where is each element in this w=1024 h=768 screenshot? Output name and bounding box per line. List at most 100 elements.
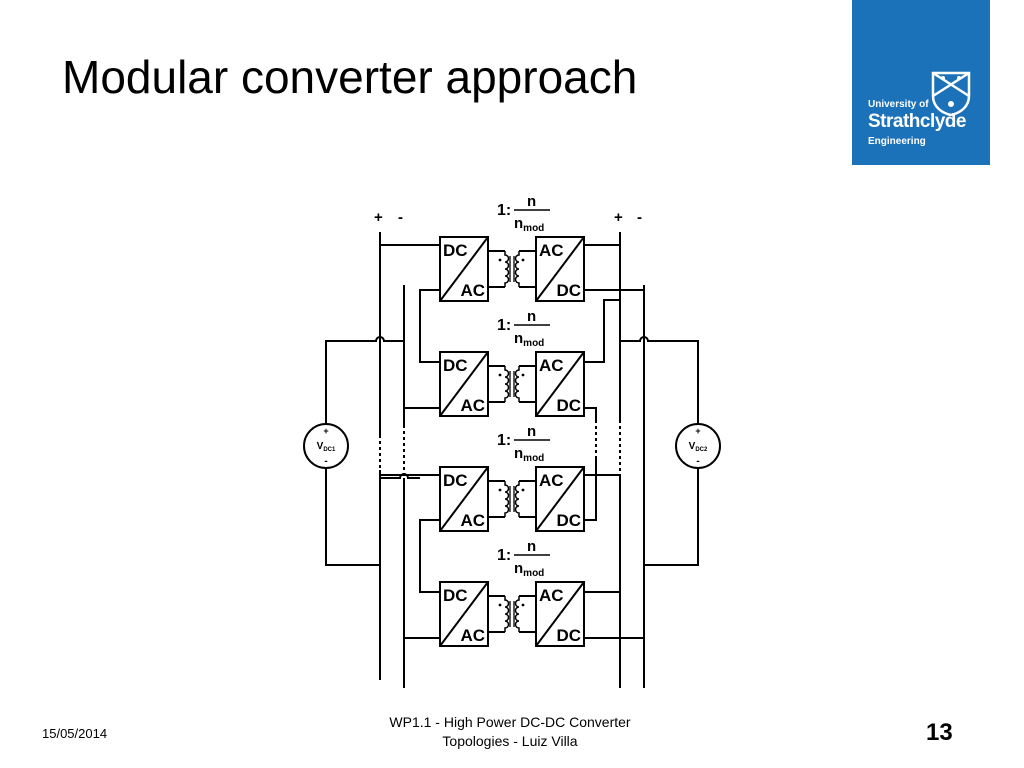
ratio-numerator: n — [527, 538, 536, 555]
source1-label: VDC1 — [317, 441, 336, 453]
converter-label-ac: AC — [539, 586, 564, 605]
source2-wire-top — [620, 336, 699, 425]
terminal-plus: + — [374, 209, 383, 226]
source1-hop — [380, 473, 420, 479]
ratio-numerator: n — [527, 423, 536, 440]
converter-diagonal — [535, 351, 585, 417]
logo-line3: Engineering — [868, 136, 926, 147]
slide-title: Modular converter approach — [62, 51, 638, 103]
source1-minus: - — [324, 456, 327, 467]
transformer-lead — [488, 480, 505, 518]
converter-diagonal — [535, 236, 585, 302]
transformer-lead — [519, 480, 536, 518]
crest-icon — [931, 71, 971, 116]
dc-ac-converter-box — [439, 236, 489, 302]
output-link — [584, 458, 597, 521]
transformer-lead — [488, 365, 505, 403]
source1-wire-top — [325, 336, 404, 425]
transformer-winding-primary — [504, 366, 510, 402]
transformer-winding-secondary — [514, 481, 520, 517]
polarity-dot — [521, 488, 525, 492]
converter-label-dc: DC — [443, 586, 468, 605]
logo-line1: University of — [868, 99, 929, 110]
polarity-dot — [521, 373, 525, 377]
ratio-prefix: 1: — [497, 547, 511, 564]
ratio-numerator: n — [527, 308, 536, 325]
transformer-winding-primary — [504, 251, 510, 287]
university-logo: University of Strathclyde Engineering — [852, 0, 990, 165]
converter-label-dc: DC — [556, 626, 581, 645]
ac-dc-converter-box — [535, 351, 585, 417]
converter-label-ac: AC — [539, 356, 564, 375]
terminal-minus: - — [398, 209, 403, 226]
polarity-dot — [498, 488, 502, 492]
polarity-dot — [498, 258, 502, 262]
converter-label-ac: AC — [460, 626, 485, 645]
converter-label-ac: AC — [539, 471, 564, 490]
polarity-dot — [521, 603, 525, 607]
converter-diagonal — [439, 351, 489, 417]
polarity-dot — [498, 373, 502, 377]
ratio-prefix: 1: — [497, 317, 511, 334]
voltage-source-1 — [303, 423, 349, 469]
transformer-lead — [519, 365, 536, 403]
dc-ac-converter-box — [439, 466, 489, 532]
transformer-winding-secondary — [514, 596, 520, 632]
footer-date: 15/05/2014 — [42, 726, 108, 741]
ac-dc-converter-box — [535, 466, 585, 532]
converter-label-ac: AC — [460, 396, 485, 415]
converter-diagonal — [439, 581, 489, 647]
dc-ac-converter-box — [439, 351, 489, 417]
logo-line2: Strathclyde — [868, 111, 966, 132]
series-link-left — [419, 289, 440, 363]
transformer-lead — [519, 250, 536, 288]
transformer-winding-primary — [504, 481, 510, 517]
source2-plus: + — [695, 426, 700, 436]
source2-wire-bottom — [644, 467, 699, 566]
transformer-winding-secondary — [514, 366, 520, 402]
terminal-plus: + — [614, 209, 623, 226]
transformer-lead — [519, 595, 536, 633]
ratio-denominator: nmod — [514, 215, 544, 234]
converter-label-dc: DC — [556, 396, 581, 415]
converter-diagonal — [439, 236, 489, 302]
output-link — [584, 299, 620, 363]
converter-label-dc: DC — [443, 471, 468, 490]
converter-label-dc: DC — [443, 241, 468, 260]
converter-label-ac: AC — [460, 511, 485, 530]
ratio-prefix: 1: — [497, 202, 511, 219]
series-link-left — [419, 519, 440, 593]
page-number: 13 — [926, 719, 953, 746]
ratio-denominator: nmod — [514, 330, 544, 349]
transformer-winding-secondary — [514, 251, 520, 287]
footer-title-line1: WP1.1 - High Power DC-DC Converter — [389, 714, 631, 730]
source2-minus: - — [696, 456, 699, 467]
converter-label-ac: AC — [539, 241, 564, 260]
terminal-minus: - — [637, 209, 642, 226]
converter-label-dc: DC — [556, 281, 581, 300]
converter-label-ac: AC — [460, 281, 485, 300]
source1-wire-bottom — [325, 467, 380, 566]
transformer-lead — [488, 250, 505, 288]
ratio-prefix: 1: — [497, 432, 511, 449]
polarity-dot — [521, 258, 525, 262]
footer-title-line2: Topologies - Luiz Villa — [442, 733, 578, 749]
ac-dc-converter-box — [535, 581, 585, 647]
voltage-source-2 — [675, 423, 721, 469]
converter-diagonal — [535, 581, 585, 647]
converter-diagonal — [439, 466, 489, 532]
ratio-numerator: n — [527, 193, 536, 210]
footer-presentation-title: WP1.1 - High Power DC-DC Converter Topol… — [340, 713, 680, 751]
converter-label-dc: DC — [556, 511, 581, 530]
ac-dc-converter-box — [535, 236, 585, 302]
converter-diagonal — [535, 466, 585, 532]
ratio-denominator: nmod — [514, 445, 544, 464]
source1-plus: + — [323, 426, 328, 436]
dc-ac-converter-box — [439, 581, 489, 647]
transformer-winding-primary — [504, 596, 510, 632]
ratio-denominator: nmod — [514, 560, 544, 579]
polarity-dot — [498, 603, 502, 607]
converter-label-dc: DC — [443, 356, 468, 375]
source2-label: VDC2 — [689, 441, 708, 453]
